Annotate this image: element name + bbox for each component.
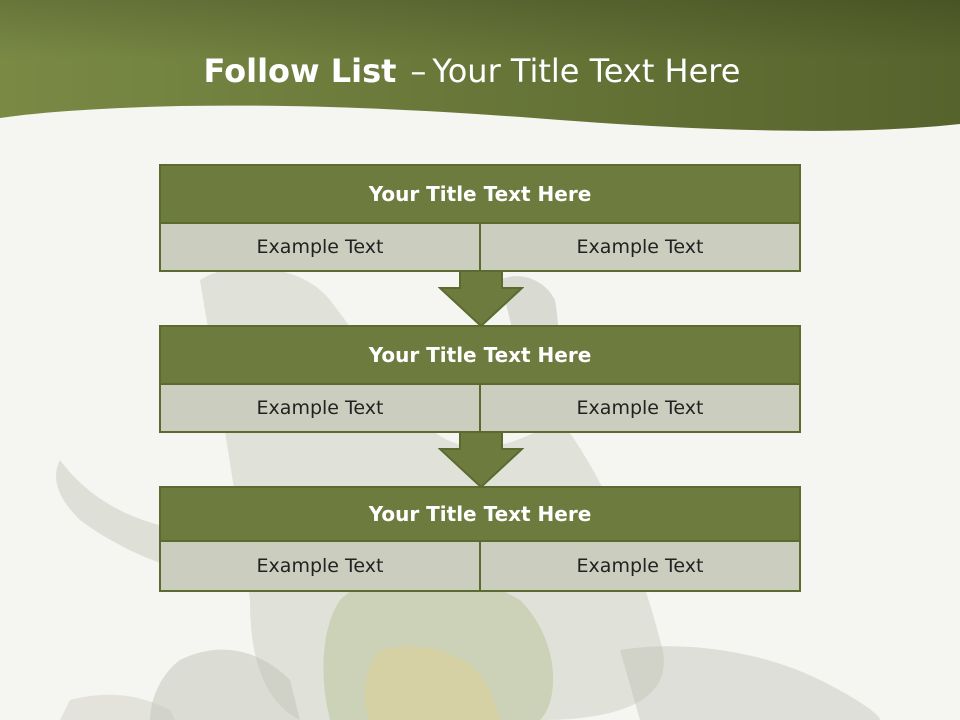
down-arrow-icon — [438, 431, 524, 489]
title-rest: Your Title Text Here — [432, 52, 741, 90]
step-title: Your Title Text Here — [161, 488, 799, 542]
step-row: Example Text Example Text — [161, 385, 799, 431]
down-arrow-icon — [438, 270, 524, 328]
step-title: Your Title Text Here — [161, 166, 799, 224]
slide-title: Follow List–Your Title Text Here — [0, 52, 944, 90]
step-row: Example Text Example Text — [161, 542, 799, 590]
step-box-3: Your Title Text Here Example Text Exampl… — [159, 486, 801, 592]
step-cell-left: Example Text — [161, 385, 479, 431]
step-title: Your Title Text Here — [161, 327, 799, 385]
step-box-2: Your Title Text Here Example Text Exampl… — [159, 325, 801, 433]
title-dash: – — [410, 52, 427, 90]
step-cell-right: Example Text — [479, 224, 799, 270]
title-bold: Follow List — [203, 52, 397, 90]
step-cell-right: Example Text — [479, 542, 799, 590]
step-box-1: Your Title Text Here Example Text Exampl… — [159, 164, 801, 272]
step-row: Example Text Example Text — [161, 224, 799, 270]
step-cell-right: Example Text — [479, 385, 799, 431]
step-cell-left: Example Text — [161, 224, 479, 270]
step-cell-left: Example Text — [161, 542, 479, 590]
